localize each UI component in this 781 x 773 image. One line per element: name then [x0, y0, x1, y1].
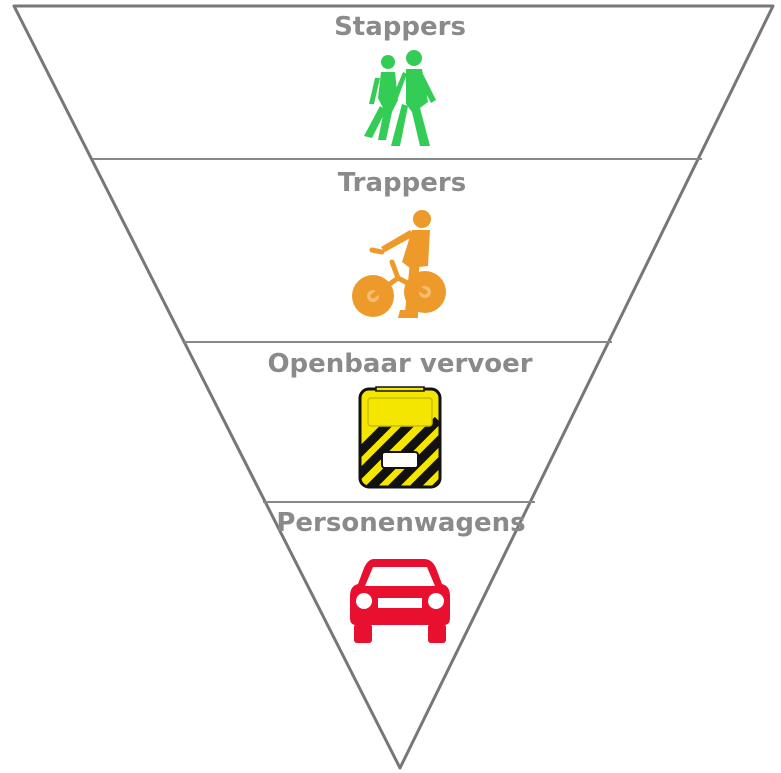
level-label-openbaar-vervoer: Openbaar vervoer — [267, 349, 532, 379]
pedestrians-icon — [364, 50, 436, 146]
bus-icon — [358, 386, 442, 489]
level-label-personenwagens: Personenwagens — [276, 508, 525, 538]
car-icon — [350, 559, 450, 643]
level-label-trappers: Trappers — [338, 168, 466, 198]
level-label-stappers: Stappers — [334, 12, 466, 42]
cyclist-icon — [352, 210, 446, 318]
